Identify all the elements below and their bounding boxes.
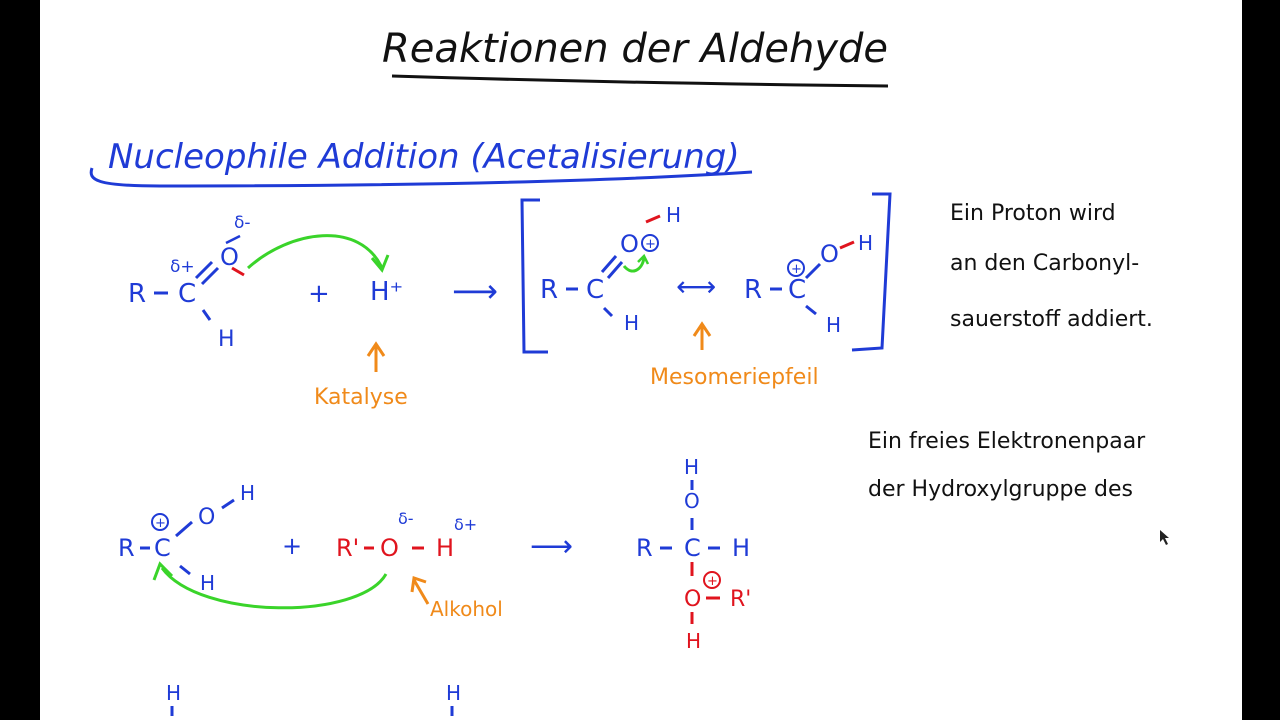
alcohol-delta-minus: δ- [398, 509, 414, 528]
plus-sign-2: + [282, 532, 302, 560]
hydrogen-atom: H [218, 327, 235, 352]
svg-text:H: H [200, 571, 215, 595]
svg-text:H: H [732, 534, 750, 562]
page-title: Reaktionen der Aldehyde [382, 26, 888, 72]
resonance-arrow: ⟷ [676, 270, 716, 303]
oxonium-structure-2: R C + O H H [744, 231, 873, 337]
plus-sign: + [308, 279, 330, 309]
note-line-2: an den Carbonyl- [950, 251, 1139, 276]
oxygen-atom: O [220, 243, 239, 271]
note-line-3: sauerstoff addiert. [950, 307, 1153, 332]
svg-text:H: H [826, 313, 841, 337]
r-group: R [128, 279, 146, 309]
mesomery-arrow-pointer [692, 321, 712, 350]
note-line-5: der Hydroxylgruppe des [868, 477, 1133, 502]
alcohol-delta-plus: δ+ [454, 515, 477, 534]
partial-h-1: H [166, 681, 181, 705]
whiteboard-canvas: Reaktionen der Aldehyde Nucleophile Addi… [40, 0, 1242, 720]
svg-text:H: H [858, 231, 873, 255]
note-line-1: Ein Proton wird [950, 201, 1116, 226]
partial-h-2: H [446, 681, 461, 705]
carbon-atom: C [178, 279, 196, 309]
svg-text:+: + [791, 262, 802, 277]
svg-text:O: O [198, 505, 215, 530]
svg-text:C: C [788, 275, 806, 305]
title-underline [391, 74, 889, 88]
svg-text:R: R [118, 534, 135, 562]
svg-text:+: + [707, 574, 718, 589]
mesomery-label: Mesomeriepfeil [650, 365, 819, 390]
svg-text:C: C [586, 275, 604, 305]
svg-text:O: O [684, 489, 700, 513]
mouse-cursor-icon [1160, 530, 1169, 545]
proton: H⁺ [370, 277, 403, 307]
svg-text:O: O [820, 240, 839, 268]
svg-text:R': R' [730, 587, 751, 612]
alcohol-molecule: R' O δ- H δ+ [336, 509, 477, 562]
left-bracket [520, 198, 548, 354]
delta-minus: δ- [234, 213, 251, 233]
alcohol-oxygen: O [380, 534, 399, 562]
svg-text:H: H [684, 455, 699, 479]
catalysis-label: Katalyse [314, 385, 408, 410]
reaction-arrow-2: ⟶ [530, 529, 573, 564]
catalysis-arrow [366, 341, 386, 372]
svg-text:+: + [155, 516, 166, 531]
whiteboard-drawing: Reaktionen der Aldehyde Nucleophile Addi… [89, 26, 1169, 716]
svg-text:O: O [684, 587, 701, 612]
svg-text:C: C [154, 534, 171, 562]
alcohol-pointer [410, 576, 430, 605]
section-heading: Nucleophile Addition (Acetalisierung) [108, 137, 740, 177]
product-molecule: H O R C H + O R' H [636, 455, 751, 653]
svg-text:O: O [620, 230, 639, 258]
carbocation-molecule: R C + O H H [118, 481, 255, 595]
svg-text:H: H [624, 311, 639, 335]
nucleophilic-attack-arrow [160, 567, 388, 610]
svg-text:R: R [540, 275, 558, 305]
electron-pair-arrow [246, 234, 384, 270]
section-underline [89, 167, 753, 188]
note-line-4: Ein freies Elektronenpaar [868, 429, 1146, 454]
aldehyde-molecule: R C δ+ O δ- H [128, 213, 251, 352]
r1-group: R' [336, 534, 359, 562]
svg-text:C: C [684, 534, 701, 562]
svg-text:H: H [666, 203, 681, 227]
alcohol-hydrogen: H [436, 534, 454, 562]
svg-text:H: H [686, 629, 701, 653]
right-bracket [851, 192, 892, 352]
oxonium-structure-1: R C O + H H [540, 203, 681, 335]
svg-text:R: R [636, 534, 653, 562]
svg-text:R: R [744, 275, 762, 305]
svg-text:+: + [645, 237, 656, 252]
reaction-arrow-1: ⟶ [452, 272, 498, 310]
svg-text:H: H [240, 481, 255, 505]
delta-plus: δ+ [170, 257, 195, 277]
right-letterbox [1242, 0, 1280, 720]
alcohol-label: Alkohol [430, 597, 503, 621]
